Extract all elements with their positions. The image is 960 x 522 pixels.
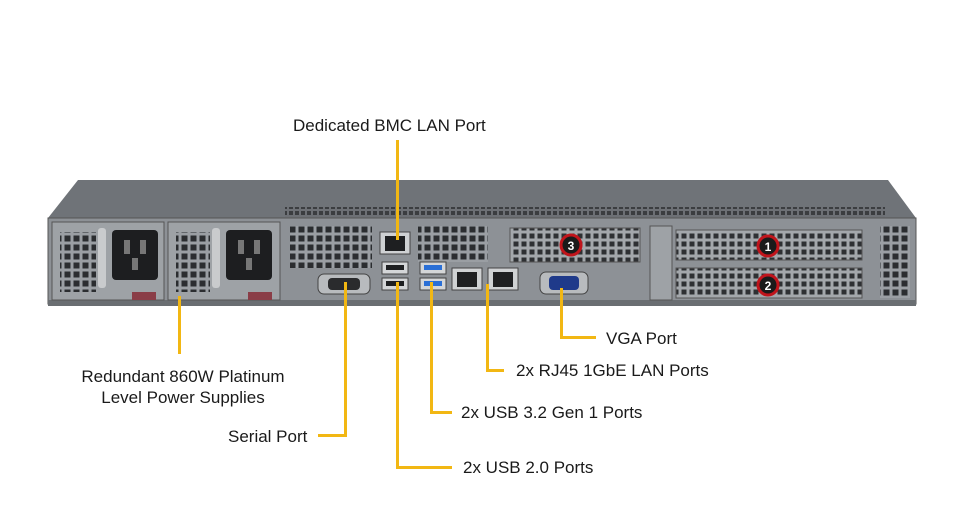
bmc-lan-connector	[379, 231, 411, 255]
vga-connector	[539, 271, 589, 295]
label-rj45-lan-ports: 2x RJ45 1GbE LAN Ports	[516, 361, 709, 380]
label-power-supplies-line2: Level Power Supplies	[101, 388, 265, 407]
label-usb-2-ports: 2x USB 2.0 Ports	[463, 458, 594, 477]
svg-text:3: 3	[568, 239, 575, 253]
leader-vga-h	[560, 336, 596, 339]
leader-usb20-v	[396, 282, 399, 468]
leader-bmc	[396, 140, 399, 240]
slot-marker-3: 3	[559, 233, 583, 257]
slot-bracket	[649, 225, 673, 301]
io-vent-middle	[418, 226, 488, 262]
power-supply-2	[167, 221, 281, 301]
svg-text:2: 2	[765, 279, 772, 293]
usb-2-connectors	[381, 261, 409, 291]
label-serial-port: Serial Port	[228, 427, 308, 446]
chassis-end-vent	[880, 226, 910, 298]
leader-serial-h	[318, 434, 347, 437]
power-supply-1	[51, 221, 165, 301]
leader-vga-v	[560, 288, 563, 339]
leader-psu	[178, 296, 181, 354]
label-power-supplies-line1: Redundant 860W Platinum	[81, 367, 285, 386]
label-power-supplies: Redundant 860W Platinum Level Power Supp…	[70, 366, 296, 408]
chassis-top-cover	[48, 180, 916, 218]
io-vent-left	[290, 226, 372, 268]
slot-marker-1: 1	[756, 234, 780, 258]
leader-lan-h	[486, 369, 504, 372]
slot-marker-2: 2	[756, 273, 780, 297]
label-bmc-lan-port: Dedicated BMC LAN Port	[293, 116, 486, 135]
leader-lan-v	[486, 284, 489, 371]
leader-usb32-v	[430, 282, 433, 414]
usb-3-connectors	[419, 261, 447, 291]
rj45-lan-connectors	[451, 267, 519, 291]
leader-usb32-h	[430, 411, 452, 414]
label-vga-port: VGA Port	[606, 329, 677, 348]
leader-usb20-h	[396, 466, 452, 469]
svg-text:1: 1	[765, 240, 772, 254]
label-usb-3-ports: 2x USB 3.2 Gen 1 Ports	[461, 403, 643, 422]
leader-serial-v	[344, 282, 347, 436]
